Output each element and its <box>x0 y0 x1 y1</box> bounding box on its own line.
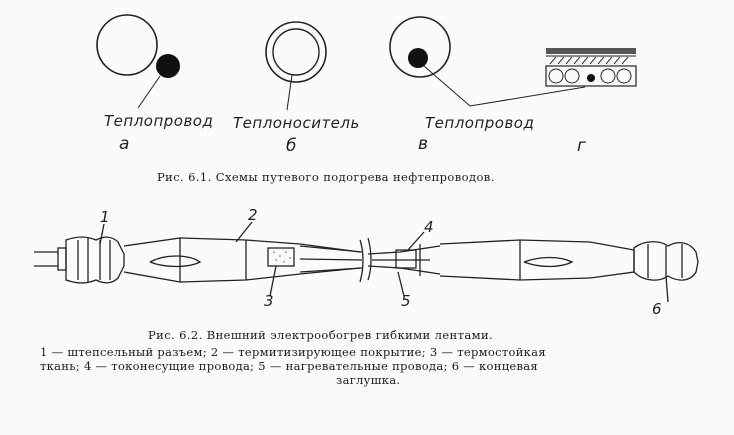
legend-line-1: 1 — штепсельный разъем; 2 — термитизирую… <box>40 345 546 359</box>
scheme-c <box>389 16 586 107</box>
sub-b: б <box>286 136 297 156</box>
num-3: 3 <box>264 292 274 310</box>
caption-fig-6-1: Рис. 6.1. Схемы путевого подогрева нефте… <box>157 170 495 184</box>
scheme-a <box>96 14 180 109</box>
num-4: 4 <box>424 218 434 236</box>
legend-line-3: заглушка. <box>336 373 401 387</box>
scheme-b <box>265 21 327 111</box>
num-6: 6 <box>652 300 662 318</box>
num-2: 2 <box>248 206 258 224</box>
caption-fig-6-2: Рис. 6.2. Внешний электрообогрев гибкими… <box>148 328 494 342</box>
num-1: 1 <box>100 208 110 226</box>
label-b-heat-carrier: Теплоноситель <box>233 114 360 132</box>
label-c-heat-pipe: Теплопровод <box>425 114 535 132</box>
legend-line-2: ткань; 4 — токонесущие провода; 5 — нагр… <box>40 359 538 373</box>
sub-a: а <box>119 134 130 154</box>
label-a-heat-pipe: Теплопровод <box>104 112 214 130</box>
scheme-d <box>545 48 637 87</box>
sub-c: в <box>418 134 429 154</box>
num-5: 5 <box>401 292 411 310</box>
sub-d: г <box>577 136 586 156</box>
